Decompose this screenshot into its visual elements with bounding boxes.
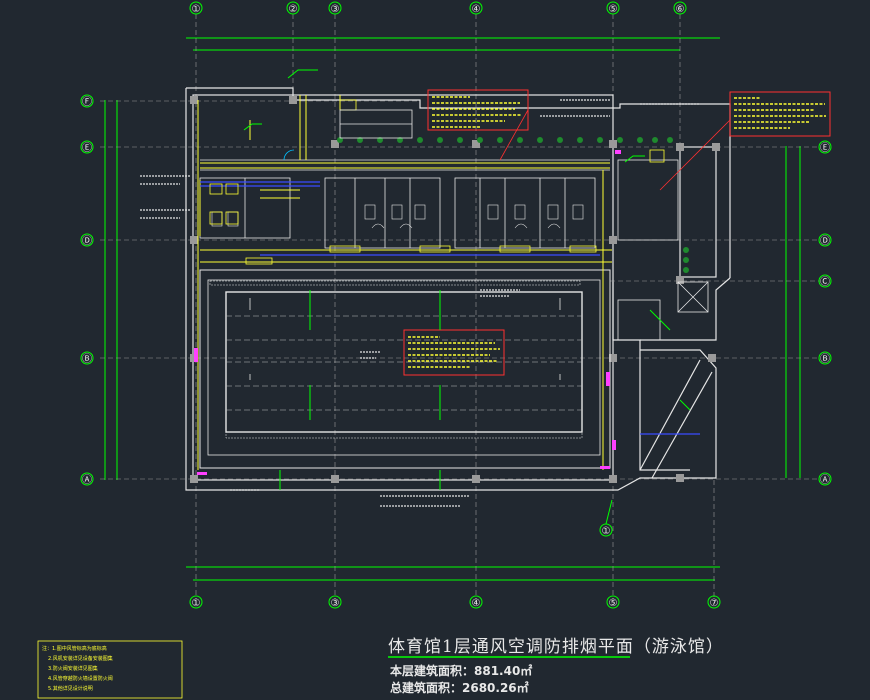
entrance-canopy xyxy=(283,109,413,161)
note-line-3: 3.防火阀安装详见图集 xyxy=(48,665,98,672)
blue-pipes xyxy=(200,181,700,435)
axis-left-a: Ⓐ xyxy=(82,474,92,486)
axis-bottom-5: ⑤ xyxy=(609,598,618,609)
axis-left-d: Ⓓ xyxy=(82,235,92,247)
axis-diagonal-1: ① xyxy=(602,526,611,537)
axis-labels-right: Ⓔ Ⓓ Ⓒ Ⓑ Ⓐ xyxy=(820,142,830,486)
columns xyxy=(190,96,720,483)
axis-labels-left: Ⓕ Ⓔ Ⓓ Ⓑ Ⓐ xyxy=(82,96,92,486)
axis-top-5: ⑤ xyxy=(609,4,618,15)
note-line-1: 注：1.图中风管标高为底标高 xyxy=(42,645,107,652)
axis-top-2: ② xyxy=(289,4,298,15)
axis-right-b: Ⓑ xyxy=(820,353,830,365)
total-area: 总建筑面积：2680.26㎡ xyxy=(390,680,529,695)
axis-right-c: Ⓒ xyxy=(820,276,830,288)
axis-left-f: Ⓕ xyxy=(82,96,92,108)
annotation-marks xyxy=(140,99,700,507)
callout-text-lines xyxy=(408,96,826,368)
air-diffusers xyxy=(209,99,665,265)
axis-top-6: ⑥ xyxy=(676,4,685,15)
planters xyxy=(337,137,689,273)
building-walls xyxy=(185,87,731,491)
axis-bottom-3: ③ xyxy=(331,598,340,609)
airflow-arrows xyxy=(243,69,691,525)
axis-right-a: Ⓐ xyxy=(820,474,830,486)
note-line-4: 4.风管穿越防火墙设置防火阀 xyxy=(48,675,113,682)
dimension-lines xyxy=(104,37,801,581)
axis-bottom-4: ④ xyxy=(472,598,481,609)
fire-dampers xyxy=(194,150,621,475)
ventilation-ducts xyxy=(197,95,612,470)
title-block: 体育馆1层通风空调防排烟平面（游泳馆） 本层建筑面积：881.40㎡ 总建筑面积… xyxy=(388,637,724,695)
axis-labels-top: ① ② ③ ④ ⑤ ⑥ xyxy=(192,4,685,15)
axis-bottom-1: ① xyxy=(192,598,201,609)
axis-right-e: Ⓔ xyxy=(820,142,830,154)
floor-area: 本层建筑面积：881.40㎡ xyxy=(390,663,532,678)
callout-boxes xyxy=(403,89,831,376)
axis-right-d: Ⓓ xyxy=(820,235,830,247)
axis-labels-bottom: ① ③ ④ ⑤ ⑦ xyxy=(192,598,719,609)
axis-top-3: ③ xyxy=(331,4,340,15)
axis-lines xyxy=(100,14,820,600)
note-line-5: 5.其他详见设计说明 xyxy=(48,685,93,692)
axis-bottom-7: ⑦ xyxy=(710,598,719,609)
axis-top-1: ① xyxy=(192,4,201,15)
drawing-title: 体育馆1层通风空调防排烟平面（游泳馆） xyxy=(388,637,724,657)
sanitary-fixtures xyxy=(211,204,584,229)
axis-left-e: Ⓔ xyxy=(82,142,92,154)
callout-leaders xyxy=(499,109,731,191)
note-line-2: 2.风机安装详见设备安装图集 xyxy=(48,655,113,662)
notes-box: 注：1.图中风管标高为底标高 2.风机安装详见设备安装图集 3.防火阀安装详见图… xyxy=(37,640,183,699)
room-partitions xyxy=(199,159,709,341)
swimming-pool xyxy=(199,269,611,469)
axis-top-4: ④ xyxy=(472,4,481,15)
axis-left-b: Ⓑ xyxy=(82,353,92,365)
